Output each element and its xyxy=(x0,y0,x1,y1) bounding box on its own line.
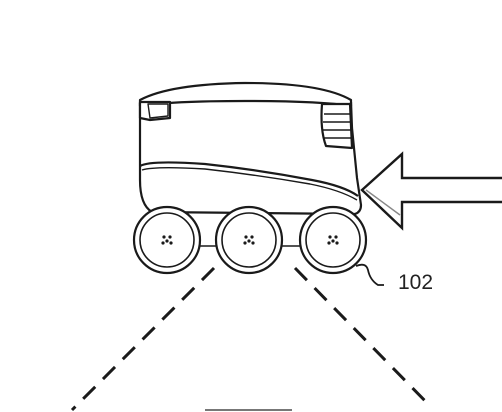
left-field-line xyxy=(70,266,216,412)
hub-dots-middle xyxy=(243,235,255,245)
rear-lamp-stripes xyxy=(323,113,352,139)
wheel-left xyxy=(132,205,202,275)
hub-dots-left xyxy=(161,235,173,245)
body-panel-line xyxy=(139,161,359,197)
wheel-middle xyxy=(214,205,284,275)
incoming-arrow xyxy=(360,151,502,231)
body-panel-line-inner xyxy=(141,167,358,201)
reference-numeral-label: 102 xyxy=(398,271,433,294)
reference-leader-line xyxy=(355,263,384,286)
arrow-inner-shade xyxy=(365,189,401,216)
right-field-line xyxy=(293,266,434,410)
front-lamp-inner xyxy=(147,103,169,119)
wheels xyxy=(132,205,368,275)
wheel-right xyxy=(298,205,368,275)
rear-lamp xyxy=(320,102,354,150)
hub-dots-right xyxy=(327,235,339,245)
sensor-field-lines xyxy=(70,266,434,412)
robot-lid xyxy=(138,81,353,108)
